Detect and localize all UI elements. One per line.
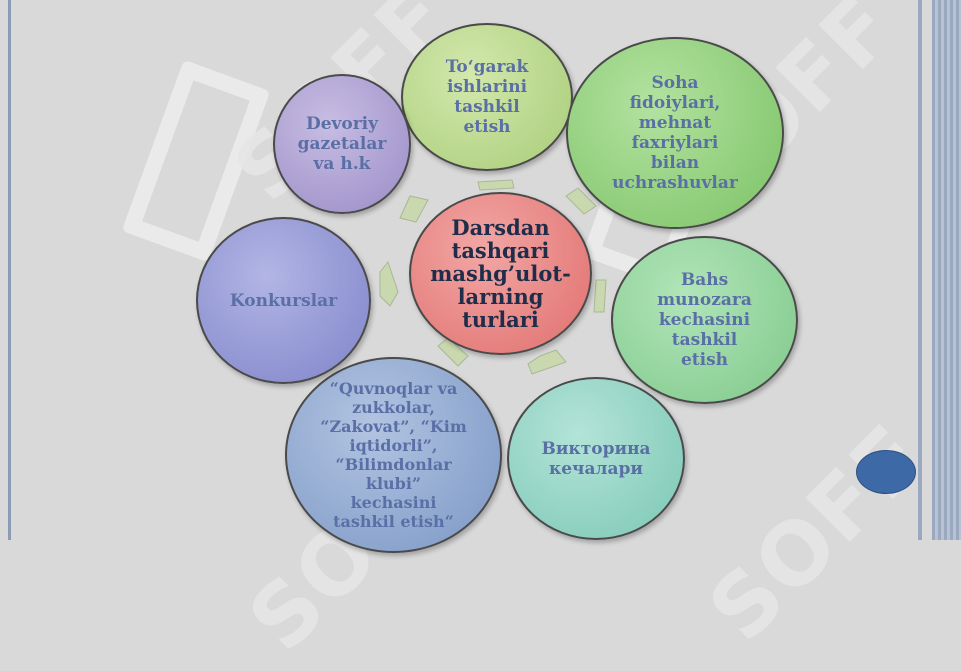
- arrow-to-node-4: [437, 337, 469, 367]
- node-center-darsdan-tashqari: Darsdan tashqari mashg’ulot- larning tur…: [409, 192, 592, 355]
- node-konkurslar: Konkurslar: [196, 217, 371, 384]
- node-quvnoqlar: “Quvnoqlar va zukkolar, “Zakovat”, “Kim …: [285, 357, 502, 553]
- arrow-to-node-0: [477, 179, 515, 191]
- arrow-to-node-1: [565, 187, 597, 215]
- node-viktorina: Викторина кечалари: [507, 377, 685, 540]
- node-quvnoqlar-label: “Quvnoqlar va zukkolar, “Zakovat”, “Kim …: [320, 379, 467, 531]
- node-devoriy-gazetalar: Devoriy gazetalar va h.k: [273, 74, 411, 214]
- node-devoriy-gazetalar-label: Devoriy gazetalar va h.k: [297, 114, 387, 174]
- arrow-to-node-2: [593, 279, 607, 313]
- node-viktorina-label: Викторина кечалари: [541, 438, 651, 479]
- slide-frame-right-inner: [918, 0, 922, 540]
- node-soha-fidoiylari-label: Soha fidoiylari, mehnat faxriylari bilan…: [612, 73, 738, 193]
- connector-arrows: [379, 179, 607, 375]
- node-center-label: Darsdan tashqari mashg’ulot- larning tur…: [430, 215, 571, 332]
- node-konkurslar-label: Konkurslar: [229, 290, 338, 311]
- arrow-to-node-6: [399, 195, 429, 223]
- node-togarak: To‘garak ishlarini tashkil etish: [401, 23, 573, 171]
- slide-frame-left: [8, 0, 11, 540]
- node-bahs-munozara-label: Bahs munozara kechasini tashkil etish: [657, 270, 752, 370]
- node-bahs-munozara: Bahs munozara kechasini tashkil etish: [611, 236, 798, 404]
- node-soha-fidoiylari: Soha fidoiylari, mehnat faxriylari bilan…: [566, 37, 784, 229]
- slide-navigation-dot[interactable]: [856, 450, 916, 494]
- node-togarak-label: To‘garak ishlarini tashkil etish: [445, 57, 529, 137]
- arrow-to-node-3: [527, 349, 567, 375]
- arrow-to-node-5: [379, 260, 399, 307]
- slide-frame-right-outer: [932, 0, 961, 540]
